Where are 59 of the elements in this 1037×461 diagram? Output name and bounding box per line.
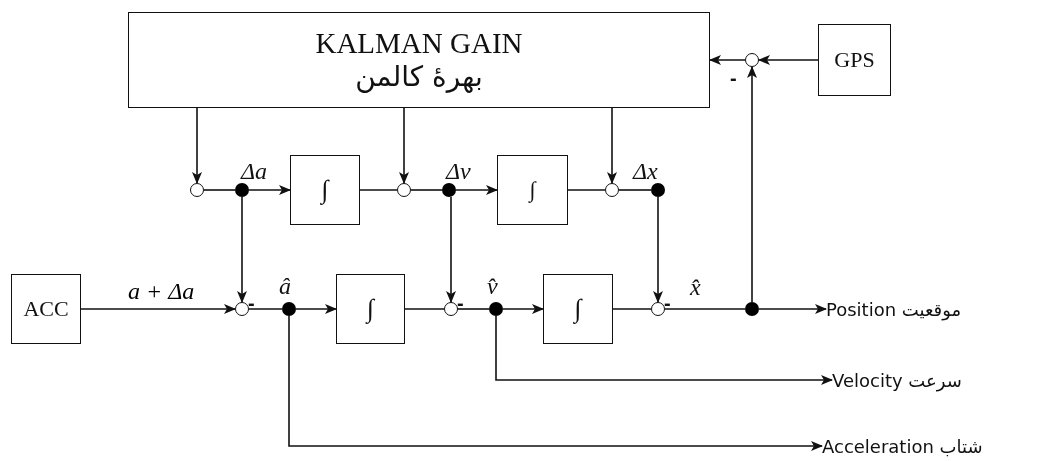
sensor-block: [11, 274, 81, 344]
output-label: Acceleration شتاب: [822, 435, 983, 457]
summing-junction: [605, 183, 619, 197]
signal-label: x̂: [690, 275, 701, 299]
connector-line: [203, 189, 236, 191]
arrow: [758, 55, 819, 65]
integral-symbol: ∫: [366, 294, 375, 324]
minus-sign: -: [248, 293, 255, 313]
arrow: [747, 66, 757, 303]
block-title: KALMAN GAIN: [315, 27, 523, 60]
signal-label: Δv: [446, 159, 471, 183]
connector-line: [664, 308, 746, 310]
arrow: [502, 304, 544, 314]
arrow: [399, 107, 409, 184]
arrow: [758, 304, 827, 314]
arrow: [237, 196, 247, 303]
minus-sign: -: [664, 293, 671, 313]
connector-line: [612, 308, 652, 310]
gain-block: [128, 12, 710, 108]
block-label: GPS: [834, 47, 875, 73]
arrow: [455, 185, 498, 195]
connector-line: [618, 189, 652, 191]
arrow: [192, 107, 202, 184]
signal-label: Δa: [241, 159, 268, 183]
integral-symbol: ∫: [529, 177, 536, 203]
connector-line: [404, 308, 445, 310]
signal-label: â: [279, 274, 291, 298]
arrow: [709, 55, 746, 65]
integrator-block: [336, 274, 405, 344]
connector-line: [457, 308, 490, 310]
arrow: [653, 196, 663, 303]
arrow: [446, 196, 456, 303]
signal-label: Δx: [633, 159, 658, 183]
integrator-block: [497, 155, 568, 225]
output-label: Velocity سرعت: [832, 369, 962, 391]
integrator-block: [290, 155, 360, 225]
arrow: [295, 304, 337, 314]
connector-line: [248, 308, 283, 310]
integral-symbol: ∫: [574, 294, 582, 324]
signal-label: v̂: [487, 274, 498, 298]
summing-junction: [190, 183, 204, 197]
arrow: [495, 315, 833, 385]
connector-line: [567, 189, 606, 191]
connector-line: [410, 189, 443, 191]
integral-symbol: ∫: [321, 175, 329, 205]
junction-dot: [745, 302, 759, 316]
summing-junction: [397, 183, 411, 197]
connector-line: [359, 189, 398, 191]
minus-sign: -: [457, 293, 464, 313]
arrow: [288, 315, 823, 451]
output-label: Position موقعیت: [826, 298, 962, 320]
block-label: ACC: [23, 296, 69, 322]
arrow: [248, 185, 291, 195]
sensor-block: [818, 24, 891, 96]
block-subtitle: بهرهٔ کالمن: [355, 60, 483, 93]
arrow: [80, 304, 236, 314]
minus-sign: -: [730, 68, 737, 88]
arrow: [607, 107, 617, 184]
integrator-block: [543, 274, 613, 344]
